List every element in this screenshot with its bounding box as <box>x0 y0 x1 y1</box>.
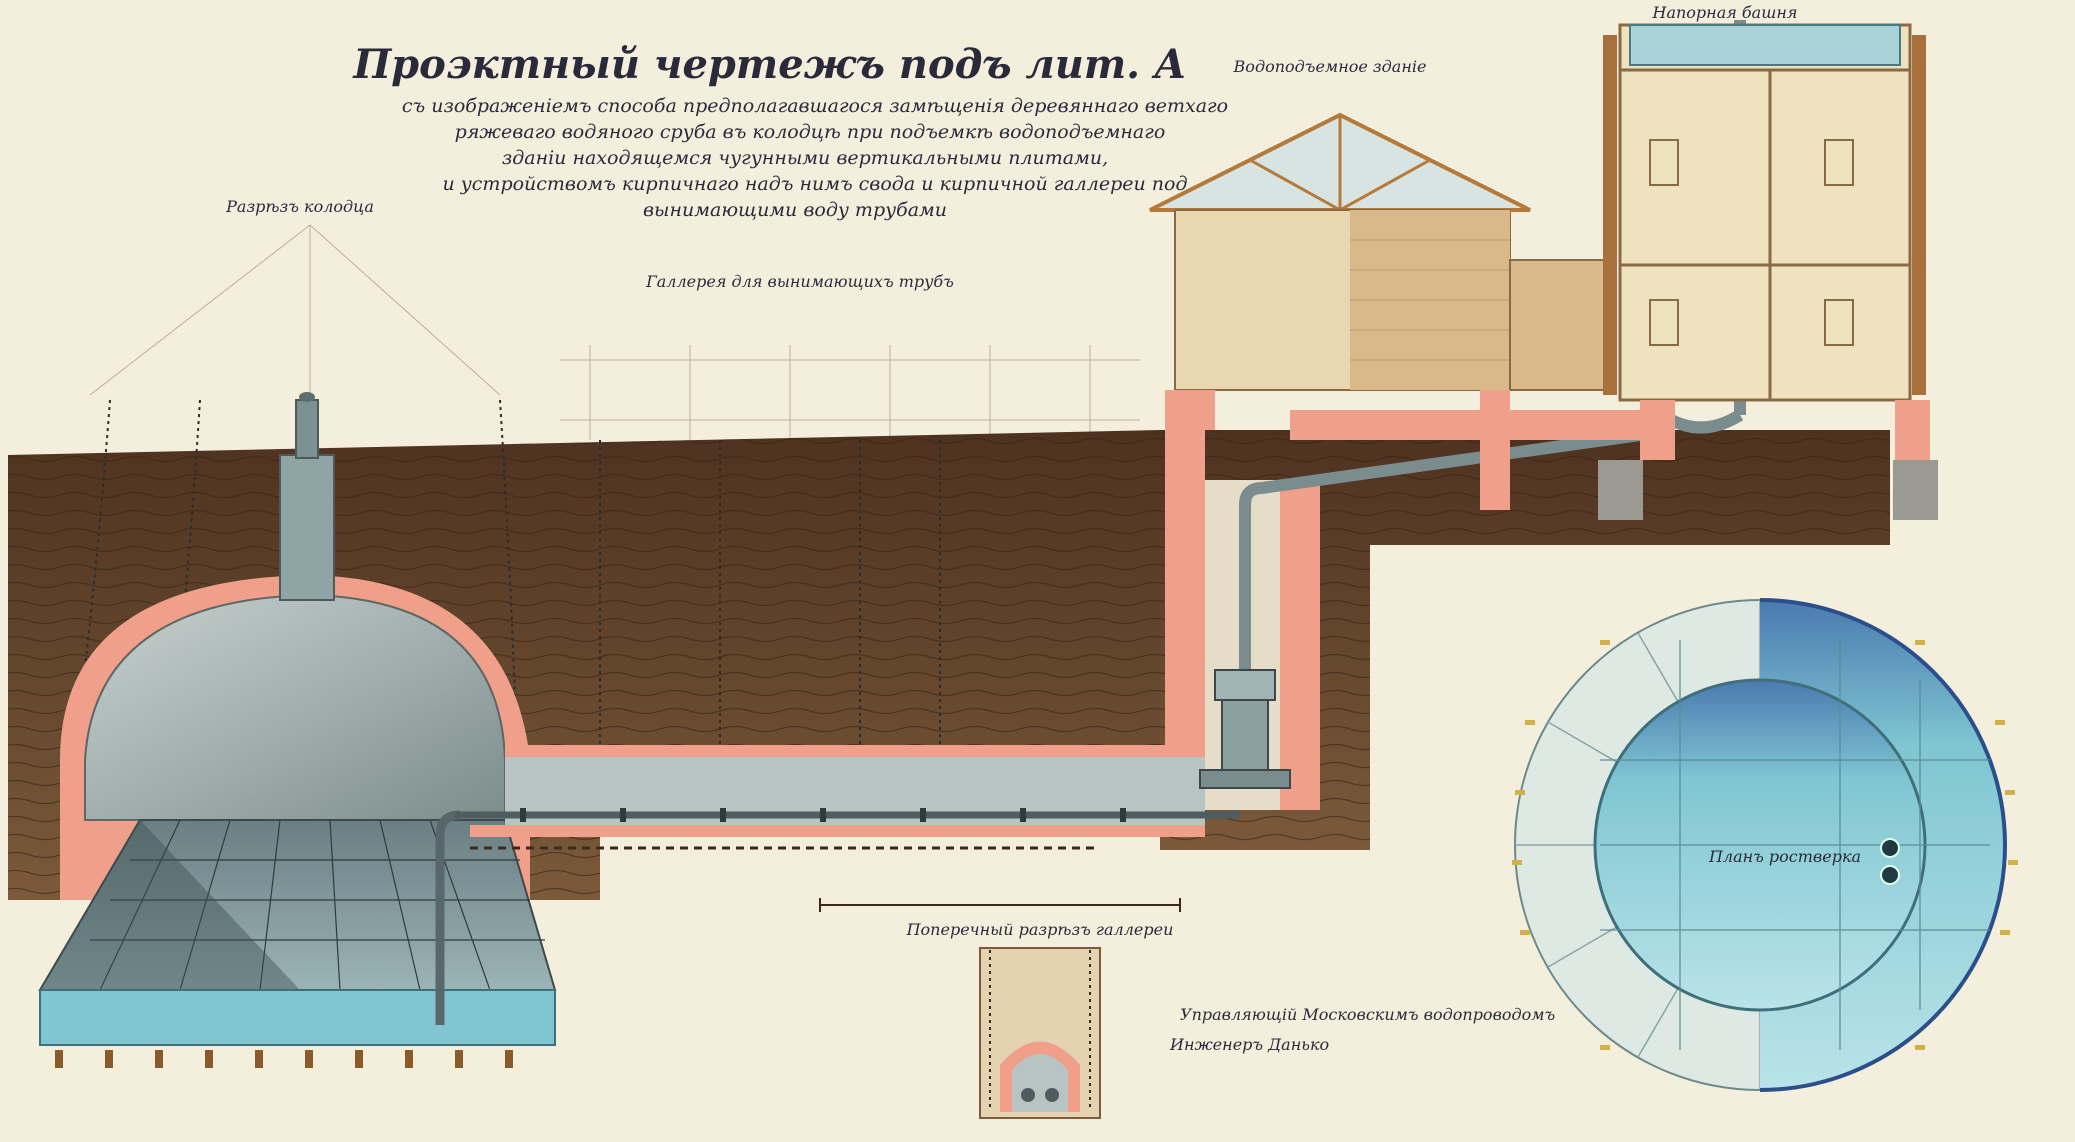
well-section-label: Разрѣзъ колодца <box>225 197 374 216</box>
drawing-subtitle-line: ряжеваго водяного сруба въ колодцѣ при п… <box>455 121 1166 143</box>
water-tower <box>1598 23 1938 520</box>
drawing-subtitle-line: и устройствомъ кирпичнаго надъ нимъ свод… <box>442 173 1187 195</box>
pump-building <box>1149 112 1650 510</box>
gallery <box>455 745 1240 850</box>
drawing-subtitle-line: вынимающими воду трубами <box>643 199 947 221</box>
gallery-cross-section-label: Поперечный разрѣзъ галлереи <box>906 920 1174 939</box>
scale-bar <box>819 898 1181 912</box>
drawing-subtitle-line: съ изображенiемъ способа предполагавшаго… <box>402 95 1228 117</box>
drawing-subtitle-line: зданiи находящемся чугунными вертикальны… <box>502 147 1108 169</box>
pump-shaft <box>1165 20 1746 810</box>
grillage-plan <box>1512 598 2018 1092</box>
pump-building-label: Водоподъемное зданiе <box>1233 57 1427 76</box>
well <box>38 392 557 1068</box>
construction-lines <box>89 224 1140 440</box>
gallery-cross-section: Поперечный разрѣзъ галлереи <box>906 920 1174 1119</box>
grillage-plan-label: Планъ ростверка <box>1708 847 1861 866</box>
tank-label: Напорная башня <box>1651 3 1797 22</box>
signature-line: Инженеръ Данько <box>1169 1035 1329 1054</box>
drawing-title: Проэктный чертежъ подъ лит. А <box>352 41 1186 88</box>
gallery-label: Галлерея для вынимающихъ трубъ <box>645 272 954 291</box>
signature-line: Управляющiй Московскимъ водопроводомъ <box>1180 1005 1555 1024</box>
